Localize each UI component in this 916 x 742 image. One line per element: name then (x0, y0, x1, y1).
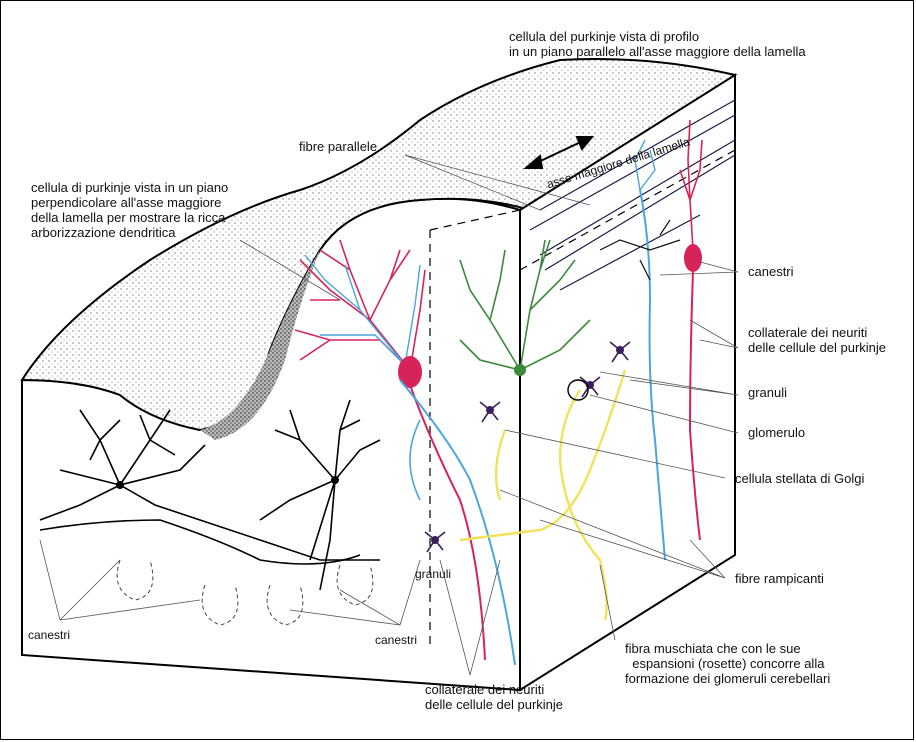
granule-soma-1 (486, 406, 494, 414)
label-purkinje-perpendicolare: cellula di purkinje vista in un piano pe… (31, 180, 228, 240)
granule-soma-2 (431, 536, 439, 544)
left-neuron-soma-1 (116, 481, 124, 489)
label-canestri-mid: canestri (375, 633, 417, 648)
label-purkinje-profile: cellula del purkinje vista di profilo in… (509, 29, 806, 59)
label-fibre-rampicanti: fibre rampicanti (735, 571, 824, 586)
label-collaterale-right: collaterale dei neuriti delle cellule de… (748, 325, 886, 355)
label-collaterale-bottom: collaterale dei neuriti delle cellule de… (425, 682, 563, 712)
left-neuron-soma-2 (331, 476, 339, 484)
label-canestri-right: canestri (748, 264, 794, 279)
green-soma (514, 364, 526, 376)
granule-soma-4 (616, 346, 624, 354)
label-glomerulo: glomerulo (748, 425, 805, 440)
label-granuli-right: granuli (748, 385, 787, 400)
label-fibra-muschiata: fibra muschiata che con le sue espansion… (625, 641, 830, 686)
label-golgi: cellula stellata di Golgi (735, 471, 864, 486)
purkinje-soma-red-right (684, 244, 702, 272)
label-granuli-left: granuli (415, 567, 451, 582)
label-fibre-parallele: fibre parallele (299, 139, 377, 154)
label-canestri-left: canestri (28, 628, 70, 643)
